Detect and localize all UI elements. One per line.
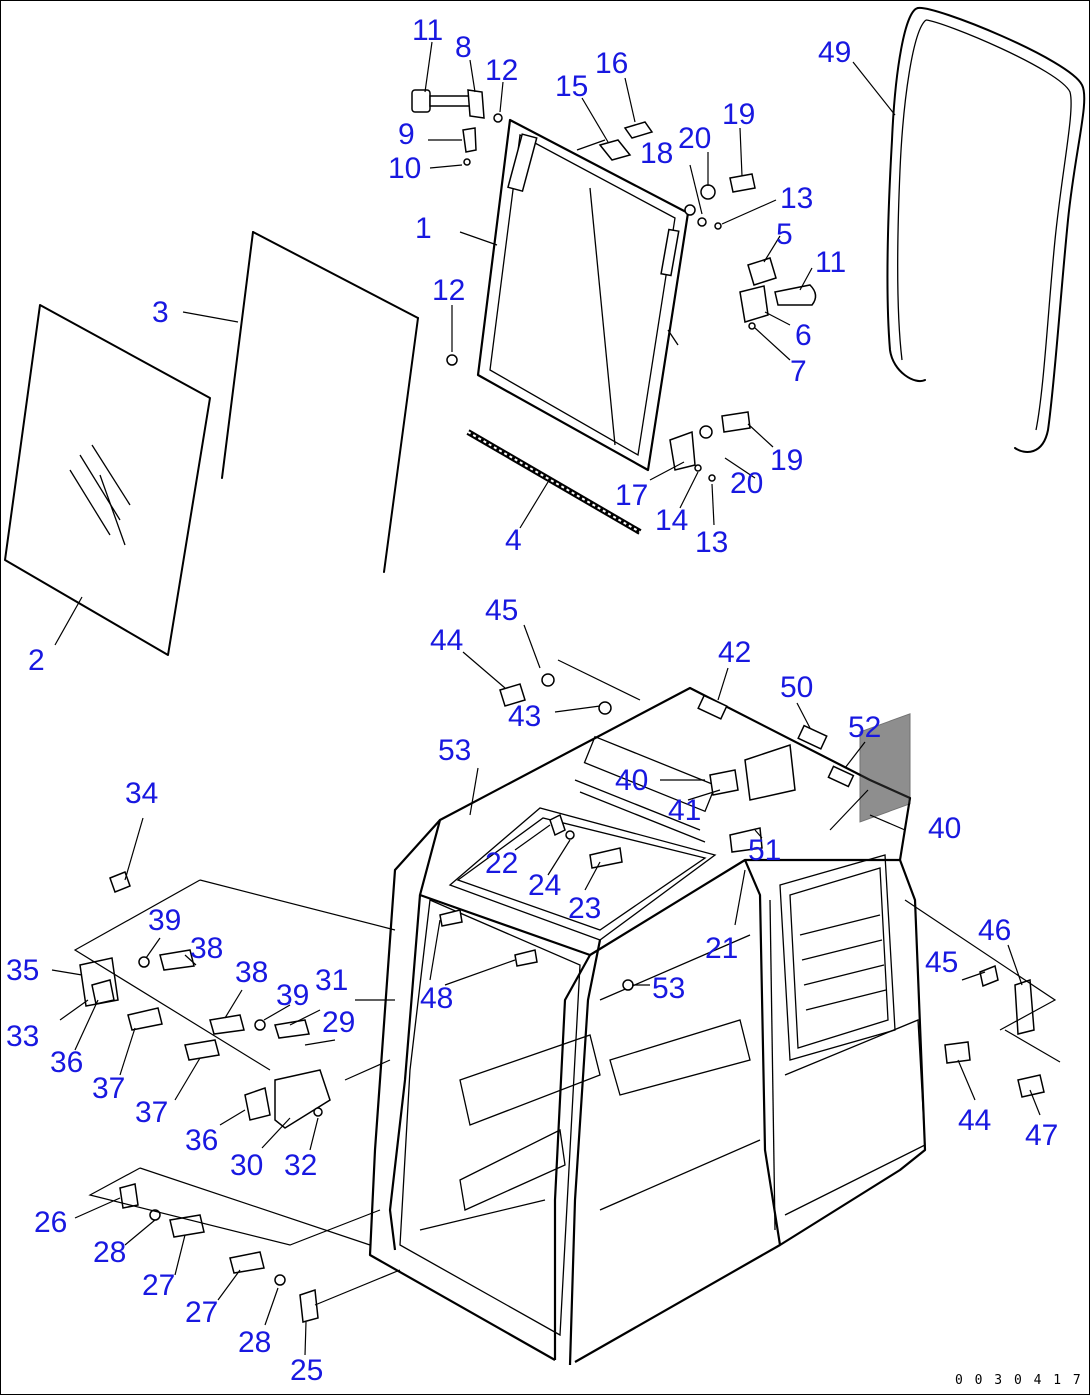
callout-16: 16 <box>595 47 628 80</box>
callout-53-top: 53 <box>438 734 471 767</box>
callout-19-bottom: 19 <box>770 444 803 477</box>
callout-37-left: 37 <box>92 1072 125 1105</box>
callout-13-bottom: 13 <box>695 526 728 559</box>
callout-38-left: 38 <box>190 932 223 965</box>
callout-30: 30 <box>230 1149 263 1182</box>
callout-5: 5 <box>776 218 793 251</box>
callout-15: 15 <box>555 70 588 103</box>
callout-52: 52 <box>848 711 881 744</box>
callout-labels: 1 2 3 4 5 6 7 8 9 10 11 11 12 12 13 13 1… <box>6 14 1058 1387</box>
callout-48: 48 <box>420 982 453 1015</box>
callout-53-mid: 53 <box>652 972 685 1005</box>
leader-lines <box>51 41 1061 1356</box>
callout-39-left: 39 <box>148 904 181 937</box>
hinge-bolt-top-left <box>411 89 503 166</box>
callout-12-left: 12 <box>432 274 465 307</box>
callout-27-left: 27 <box>142 1269 175 1302</box>
callout-38-right: 38 <box>235 956 268 989</box>
callout-44-top: 44 <box>430 624 463 657</box>
callout-27-right: 27 <box>185 1296 218 1329</box>
callout-8: 8 <box>455 31 472 64</box>
callout-36-left: 36 <box>50 1046 83 1079</box>
callout-21: 21 <box>705 932 738 965</box>
front-window-frame <box>476 118 690 472</box>
callout-39-right: 39 <box>276 979 309 1012</box>
callout-7: 7 <box>790 355 807 388</box>
callout-24: 24 <box>528 869 561 902</box>
callout-18: 18 <box>640 137 673 170</box>
callout-22: 22 <box>485 847 518 880</box>
callout-45-right: 45 <box>925 946 958 979</box>
callout-33: 33 <box>6 1020 39 1053</box>
callout-10: 10 <box>388 152 421 185</box>
callout-19-top: 19 <box>722 98 755 131</box>
callout-43: 43 <box>508 700 541 733</box>
callout-6: 6 <box>795 319 812 352</box>
callout-46: 46 <box>978 914 1011 947</box>
callout-25: 25 <box>290 1354 323 1387</box>
callout-49: 49 <box>818 36 851 69</box>
callout-50: 50 <box>780 671 813 704</box>
hardware-top-right <box>446 121 817 366</box>
callout-42: 42 <box>718 636 751 669</box>
front-glass-inner <box>221 231 419 573</box>
callout-11-right: 11 <box>815 246 846 279</box>
callout-28-left: 28 <box>93 1236 126 1269</box>
drawing-code: 0 0 3 0 4 1 7 C <box>955 1373 1090 1388</box>
callout-12-top: 12 <box>485 54 518 87</box>
callout-26: 26 <box>34 1206 67 1239</box>
callout-40-right: 40 <box>928 812 961 845</box>
callout-44-right: 44 <box>958 1104 991 1137</box>
callout-40-left: 40 <box>615 764 648 797</box>
callout-29: 29 <box>322 1006 355 1039</box>
callout-14: 14 <box>655 504 688 537</box>
callout-9: 9 <box>398 118 415 151</box>
callout-28-right: 28 <box>238 1326 271 1359</box>
cab-hardware <box>439 673 1045 1098</box>
callout-41: 41 <box>668 794 701 827</box>
callout-35: 35 <box>6 954 39 987</box>
callout-20-bottom: 20 <box>730 467 763 500</box>
callout-23: 23 <box>568 892 601 925</box>
callout-3: 3 <box>152 296 169 329</box>
callout-45-top: 45 <box>485 594 518 627</box>
callout-4: 4 <box>505 524 522 557</box>
weather-strip <box>886 6 1086 453</box>
callout-20-top: 20 <box>678 122 711 155</box>
callout-32: 32 <box>284 1149 317 1182</box>
callout-47: 47 <box>1025 1119 1058 1152</box>
callout-13-top: 13 <box>780 182 813 215</box>
seal-strip <box>466 429 642 535</box>
callout-36-right: 36 <box>185 1124 218 1157</box>
callout-11-top: 11 <box>412 14 443 47</box>
hardware-bottom-right <box>669 411 751 482</box>
front-glass-outer <box>4 304 211 656</box>
callout-17: 17 <box>615 479 648 512</box>
callout-37-right: 37 <box>135 1096 168 1129</box>
callout-1: 1 <box>415 212 432 245</box>
callout-31: 31 <box>315 964 348 997</box>
cab-frame <box>368 686 927 1366</box>
callout-2: 2 <box>28 644 45 677</box>
callout-51: 51 <box>748 834 781 867</box>
callout-34: 34 <box>125 777 158 810</box>
